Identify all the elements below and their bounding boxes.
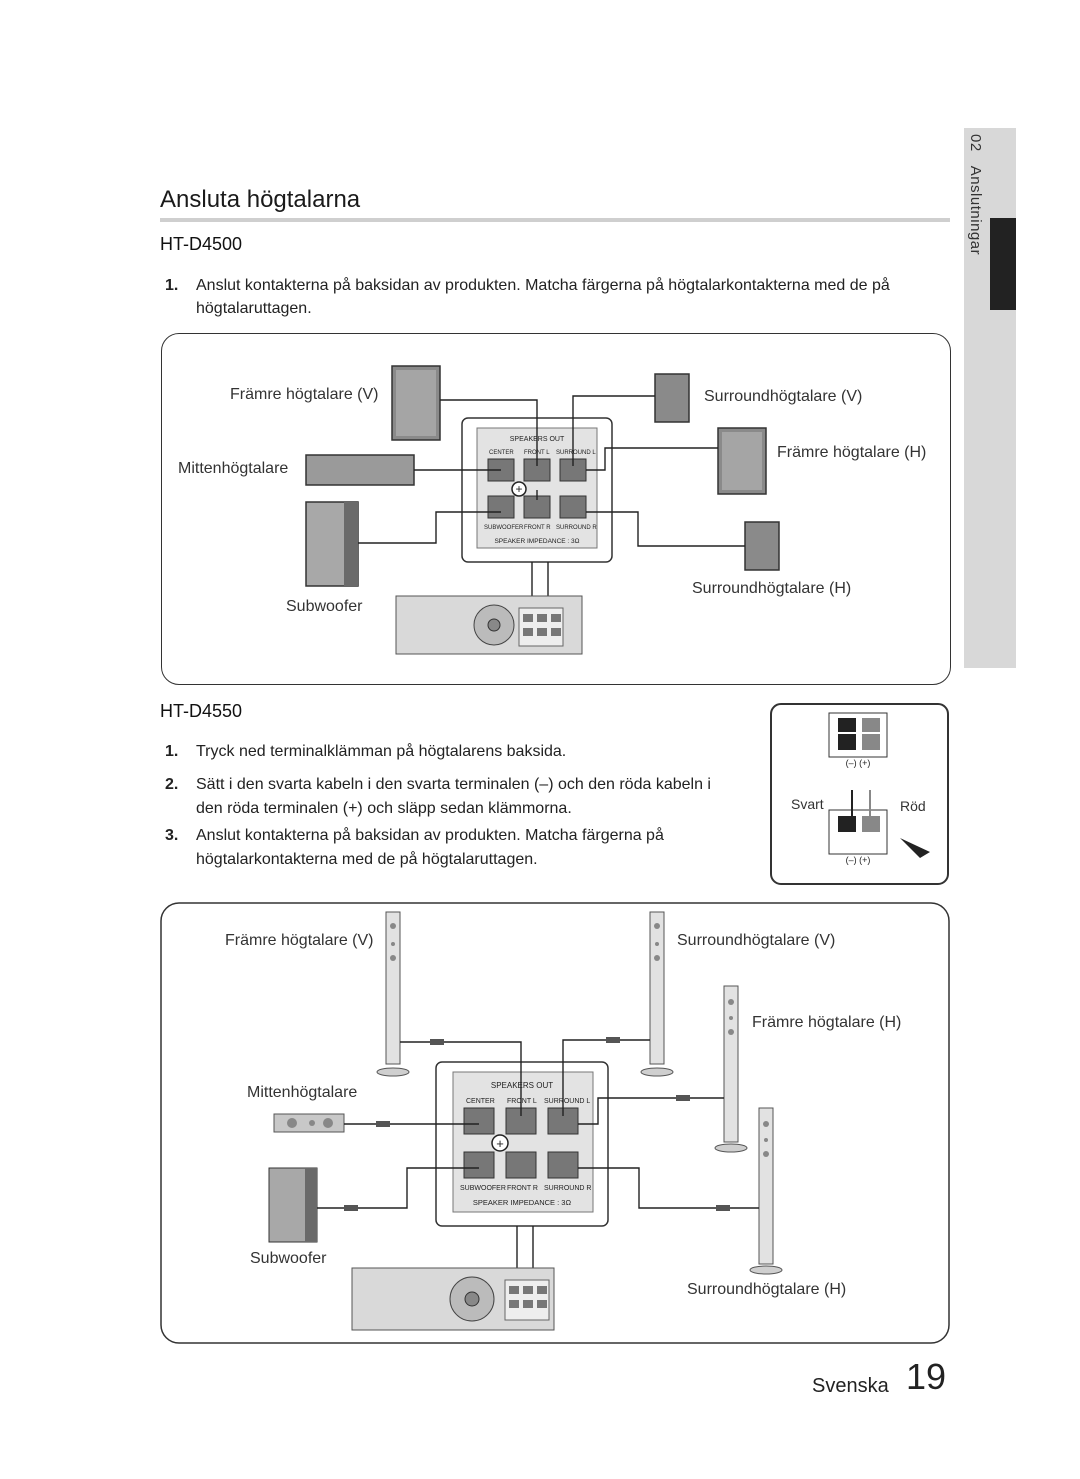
label-front-left-b: Främre högtalare (V)	[225, 932, 374, 949]
panel-b-center: CENTER	[466, 1098, 495, 1105]
model-b-step-3: 3. Anslut kontakterna på baksidan av pro…	[165, 824, 765, 870]
label-front-left-a: Främre högtalare (V)	[230, 386, 379, 403]
front-left-tower-b	[376, 911, 410, 1077]
diagram-b-frame	[160, 902, 950, 1344]
label-surround-right-b: Surroundhögtalare (H)	[687, 1281, 847, 1298]
model-a-heading: HT-D4500	[160, 234, 243, 254]
label-red-wire: Röd	[900, 798, 926, 814]
surround-left-tower-b	[640, 911, 674, 1077]
panel-b-title: SPEAKERS OUT	[491, 1081, 553, 1090]
side-chapter-title: Anslutningar	[967, 165, 984, 256]
side-chapter-label: 02 Anslutningar	[967, 134, 984, 255]
label-center-a: Mittenhögtalare	[178, 460, 289, 477]
side-chapter-number: 02	[967, 134, 984, 152]
panel-b-impedance: SPEAKER IMPEDANCE : 3Ω	[473, 1198, 572, 1207]
label-center-b: Mittenhögtalare	[247, 1084, 358, 1101]
wires-a	[358, 395, 745, 600]
panel-a-surround-l: SURROUND L	[556, 450, 596, 456]
center-speaker-a	[305, 454, 415, 486]
wires-b	[317, 1039, 759, 1272]
panel-a-subwoofer: SUBWOOFER	[484, 525, 524, 531]
page-number: 19	[906, 1356, 947, 1397]
title-divider	[160, 218, 950, 222]
step-number: 3.	[165, 827, 179, 844]
footer-language: Svenska	[812, 1375, 889, 1397]
step-number: 1.	[165, 277, 179, 294]
panel-a-center: CENTER	[489, 450, 514, 456]
step-text-line1: Anslut kontakterna på baksidan av produk…	[196, 827, 664, 844]
panel-b-surround-r: SURROUND R	[544, 1185, 591, 1192]
svg-text:+: +	[515, 482, 522, 496]
label-black-wire: Svart	[791, 796, 824, 812]
model-b-step-2: 2. Sätt i den svarta kabeln i den svarta…	[165, 773, 765, 819]
model-b-heading: HT-D4550	[160, 701, 243, 721]
label-surround-left-b: Surroundhögtalare (V)	[677, 932, 836, 949]
label-surround-left-a: Surroundhögtalare (V)	[704, 388, 863, 405]
step-number: 2.	[165, 776, 179, 793]
inset-polarity-bottom: (–) (+)	[846, 855, 871, 865]
page-title: Ansluta högtalarna	[160, 186, 361, 213]
step-text-line2: den röda terminalen (+) och släpp sedan …	[196, 800, 572, 817]
center-speaker-b	[273, 1113, 345, 1133]
panel-b-front-l: FRONT L	[507, 1098, 537, 1105]
cable-plugs-b	[344, 1037, 730, 1211]
inset-polarity-top: (–) (+)	[846, 758, 871, 768]
panel-b-subwoofer: SUBWOOFER	[460, 1185, 506, 1192]
step-number: 1.	[165, 743, 179, 760]
model-a-step-1: 1. Anslut kontakterna på baksidan av pro…	[165, 274, 965, 320]
label-subwoofer-b: Subwoofer	[250, 1250, 327, 1267]
terminal-inset-frame	[770, 703, 949, 885]
label-front-right-a: Främre högtalare (H)	[777, 444, 927, 461]
subwoofer-b	[268, 1167, 318, 1243]
model-b-step-1: 1. Tryck ned terminalklämman på högtalar…	[165, 740, 765, 764]
panel-a-surround-r: SURROUND R	[556, 525, 597, 531]
panel-a-impedance: SPEAKER IMPEDANCE : 3Ω	[494, 538, 579, 545]
step-text-line1: Tryck ned terminalklämman på högtalarens…	[196, 743, 567, 760]
side-chapter-marker	[990, 218, 1016, 310]
label-subwoofer-a: Subwoofer	[286, 598, 363, 615]
panel-b-front-r: FRONT R	[507, 1185, 538, 1192]
svg-text:+: +	[496, 1136, 504, 1151]
step-text-line2: högtalaruttagen.	[196, 300, 312, 317]
label-surround-right-a: Surroundhögtalare (H)	[692, 580, 852, 597]
surround-right-speaker-a	[744, 521, 780, 571]
front-right-tower-b	[714, 985, 748, 1153]
label-front-right-b: Främre högtalare (H)	[752, 1014, 902, 1031]
step-text-line2: högtalarkontakterna med de på högtalarut…	[196, 851, 538, 868]
surround-right-tower-b	[749, 1107, 783, 1275]
step-text-line1: Sätt i den svarta kabeln i den svarta te…	[196, 776, 711, 793]
panel-b-surround-l: SURROUND L	[544, 1098, 590, 1105]
panel-a-front-r: FRONT R	[524, 525, 551, 531]
step-text-line1: Anslut kontakterna på baksidan av produk…	[196, 277, 890, 294]
surround-left-speaker-a	[654, 373, 690, 423]
